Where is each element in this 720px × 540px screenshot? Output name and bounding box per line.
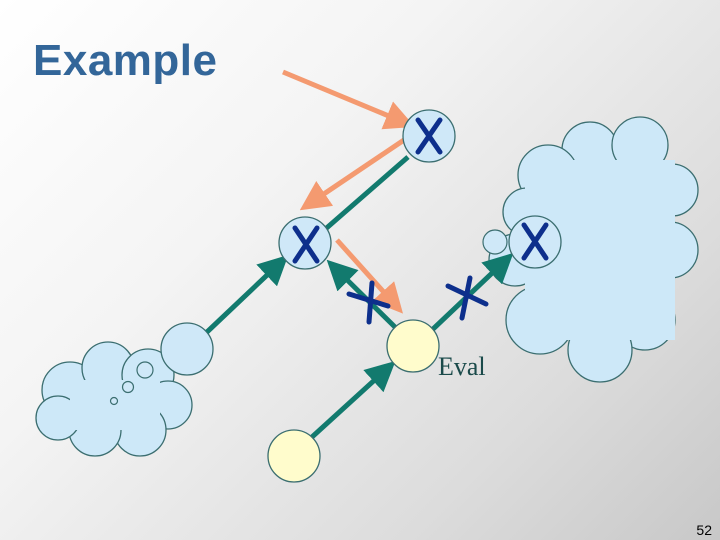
orange-arrow-middle-to-eval — [335, 238, 404, 314]
cross-mark-icon — [415, 117, 443, 155]
cross-mark-icon — [292, 225, 320, 264]
eval-node — [386, 319, 440, 373]
orange-arrow-top-to-middle — [299, 137, 406, 211]
eval-label: Eval — [438, 352, 486, 381]
cloud-bubble-icon — [121, 380, 135, 394]
teal-arrows — [205, 155, 514, 439]
arrow-left-to-middle — [205, 254, 289, 334]
cross-mark-icon — [521, 222, 549, 261]
cloud-bubble-icon — [482, 229, 508, 255]
slide-title: Example — [33, 36, 218, 85]
cloud-bubble-icon — [109, 396, 119, 406]
cloud-bubble-icon — [136, 361, 154, 379]
orange-arrows — [282, 69, 415, 314]
cross-mark-icon — [445, 275, 489, 321]
arrow-middle-to-top — [320, 155, 410, 234]
page-number: 52 — [696, 522, 712, 538]
cross-mark-icon — [346, 280, 391, 325]
left-cloud — [35, 341, 193, 457]
left-node — [160, 322, 214, 376]
bottom-node — [267, 429, 321, 483]
orange-arrow-into-top — [282, 69, 415, 130]
arrow-bottom-to-eval — [310, 360, 396, 439]
